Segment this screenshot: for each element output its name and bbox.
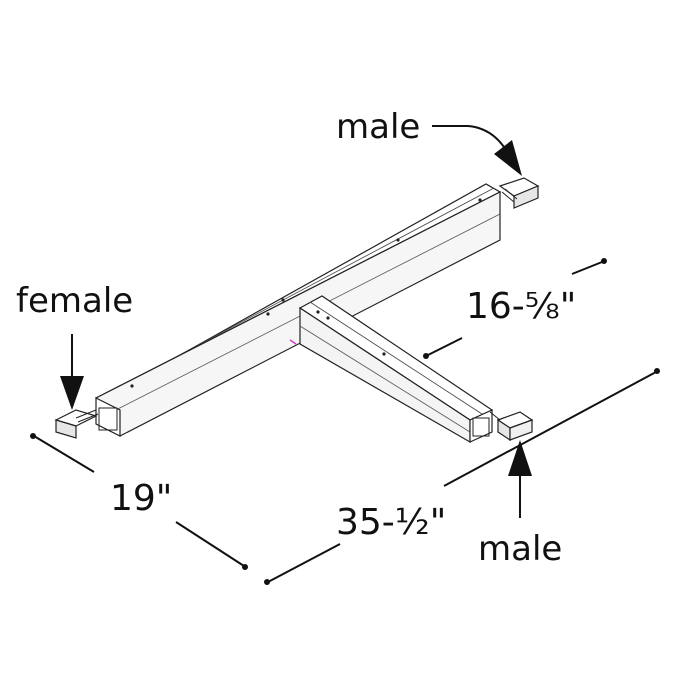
female-connector-left	[54, 409, 99, 439]
dimension-line-depth	[30, 433, 248, 570]
male-connector-top	[498, 177, 540, 209]
dimension-line-short-arm	[423, 258, 607, 359]
short-arm-dimension-label: 16-⅝"	[466, 286, 576, 327]
male-connector-right	[489, 411, 534, 442]
long-arm-dimension-label: 35-½"	[336, 502, 446, 543]
arrow-male-right	[508, 440, 532, 518]
dimension-line-long-arm	[264, 368, 660, 585]
arrow-female	[60, 334, 84, 410]
depth-dimension-label: 19"	[110, 478, 172, 519]
male-right-label: male	[478, 529, 562, 569]
short-arm-fixture	[289, 295, 494, 444]
arrow-male-top	[432, 125, 522, 176]
female-label: female	[16, 281, 133, 321]
male-top-label: male	[336, 107, 420, 147]
